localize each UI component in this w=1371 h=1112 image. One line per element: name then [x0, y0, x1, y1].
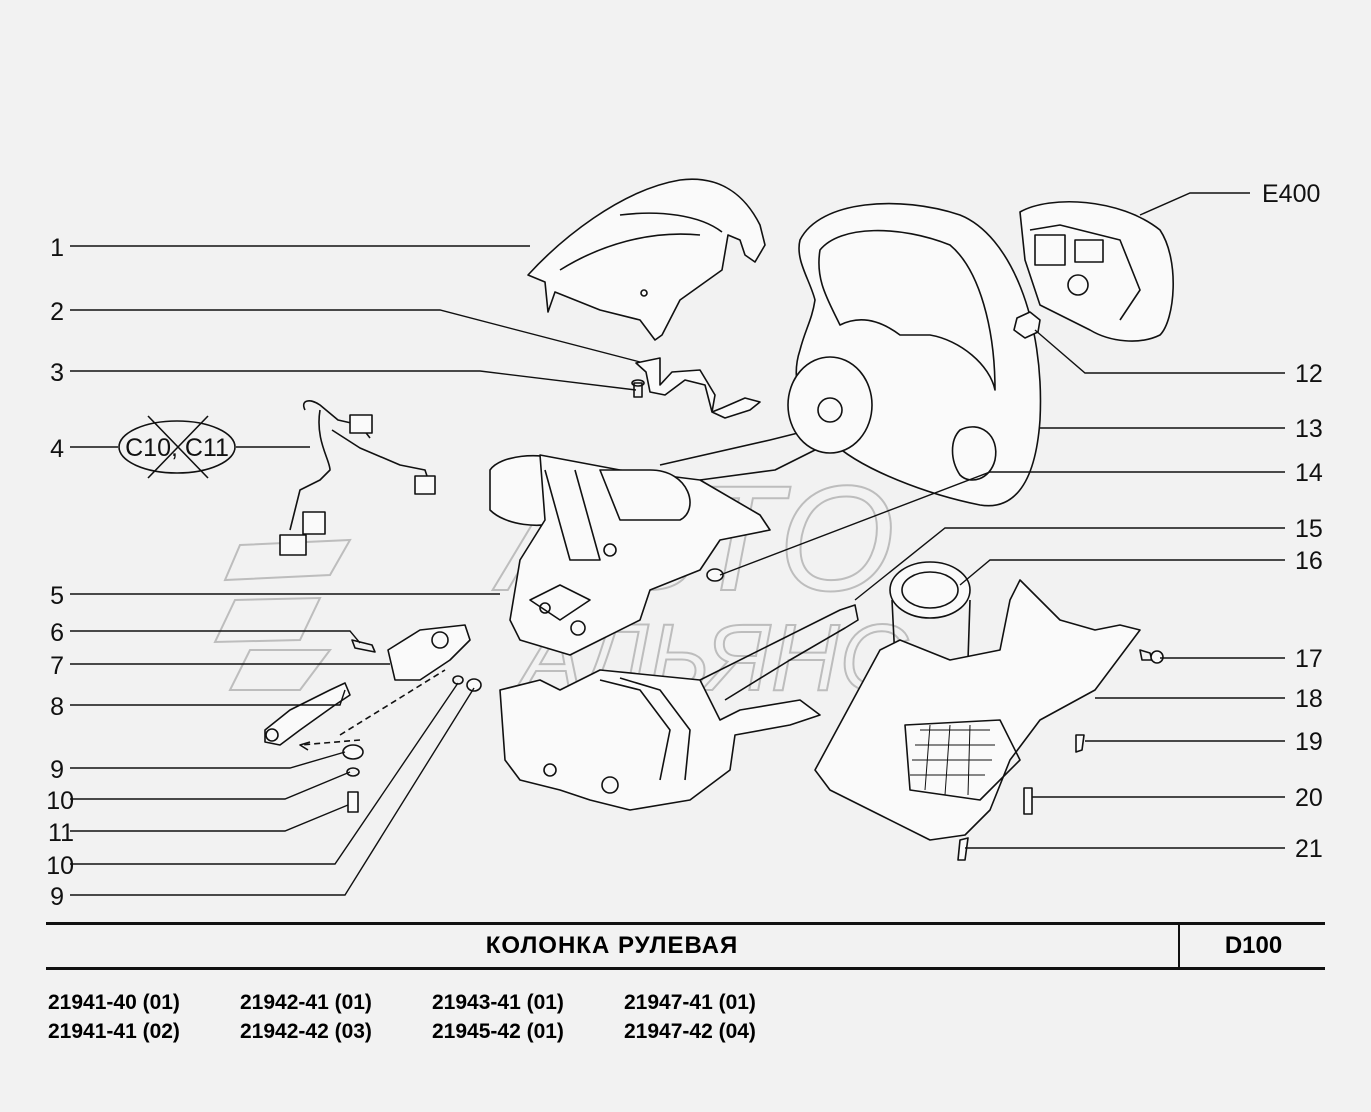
part-bracket: [635, 357, 761, 419]
title-bar: КОЛОНКА РУЛЕВАЯ D100: [46, 922, 1325, 970]
part-electric-power-steering: [499, 604, 859, 811]
model-column-3: 21943-41 (01) 21945-42 (01): [432, 988, 622, 1046]
callout-14: 14: [1295, 459, 1323, 487]
callout-9b: 9: [50, 883, 64, 911]
leader-lines: [70, 192, 1285, 896]
callout-13: 13: [1295, 415, 1323, 443]
page-title: КОЛОНКА РУЛЕВАЯ: [485, 932, 739, 959]
model-item: 21941-40 (01): [48, 991, 180, 1014]
model-item: 21942-42 (03): [240, 1020, 372, 1043]
watermark-logo: [213, 538, 352, 691]
callout-4: 4: [50, 435, 64, 463]
callout-1: 1: [50, 234, 64, 262]
callout-6: 6: [50, 619, 64, 647]
callout-21: 21: [1295, 835, 1323, 863]
callout-8: 8: [50, 693, 64, 721]
callout-7: 7: [50, 652, 64, 680]
model-column-2: 21942-41 (01) 21942-42 (03): [240, 988, 430, 1046]
model-item: 21943-41 (01): [432, 991, 564, 1014]
crossed-label-text: C10, C11: [125, 434, 229, 462]
callout-3: 3: [50, 359, 64, 387]
callout-10b: 10: [46, 852, 74, 880]
model-column-4: 21947-41 (01) 21947-42 (04): [624, 988, 814, 1046]
model-item: 21945-42 (01): [432, 1020, 564, 1043]
callout-9a: 9: [50, 756, 64, 784]
model-item: 21941-41 (02): [48, 1020, 180, 1043]
callout-2: 2: [50, 298, 64, 326]
part-cardan-joint: [264, 624, 471, 751]
callout-e400: E400: [1262, 180, 1321, 208]
callout-11: 11: [48, 819, 74, 847]
callout-19: 19: [1295, 728, 1323, 756]
model-column-1: 21941-40 (01) 21941-41 (02): [48, 988, 238, 1046]
part-lower-shroud: [814, 561, 1141, 841]
callout-18: 18: [1295, 685, 1323, 713]
callout-10a: 10: [46, 787, 74, 815]
part-screw-3: [631, 379, 645, 398]
part-airbag-module: [1013, 200, 1174, 342]
part-fasteners-right: [706, 568, 1164, 861]
callout-17: 17: [1295, 645, 1323, 673]
part-steering-wheel: [787, 202, 1042, 507]
part-wire-harness: [279, 400, 436, 556]
model-item: 21947-42 (04): [624, 1020, 756, 1043]
part-small-hardware: [342, 675, 482, 813]
callout-5: 5: [50, 582, 64, 610]
model-item: 21942-41 (01): [240, 991, 372, 1014]
callout-20: 20: [1295, 784, 1323, 812]
model-item: 21947-41 (01): [624, 991, 756, 1014]
part-upper-shroud: [527, 178, 766, 341]
part-steering-column: [489, 424, 831, 656]
diagram-code: D100: [1178, 925, 1327, 967]
callout-16: 16: [1295, 547, 1323, 575]
callout-12: 12: [1295, 360, 1323, 388]
callout-15: 15: [1295, 515, 1323, 543]
crossed-label: C10, C11: [118, 415, 236, 479]
